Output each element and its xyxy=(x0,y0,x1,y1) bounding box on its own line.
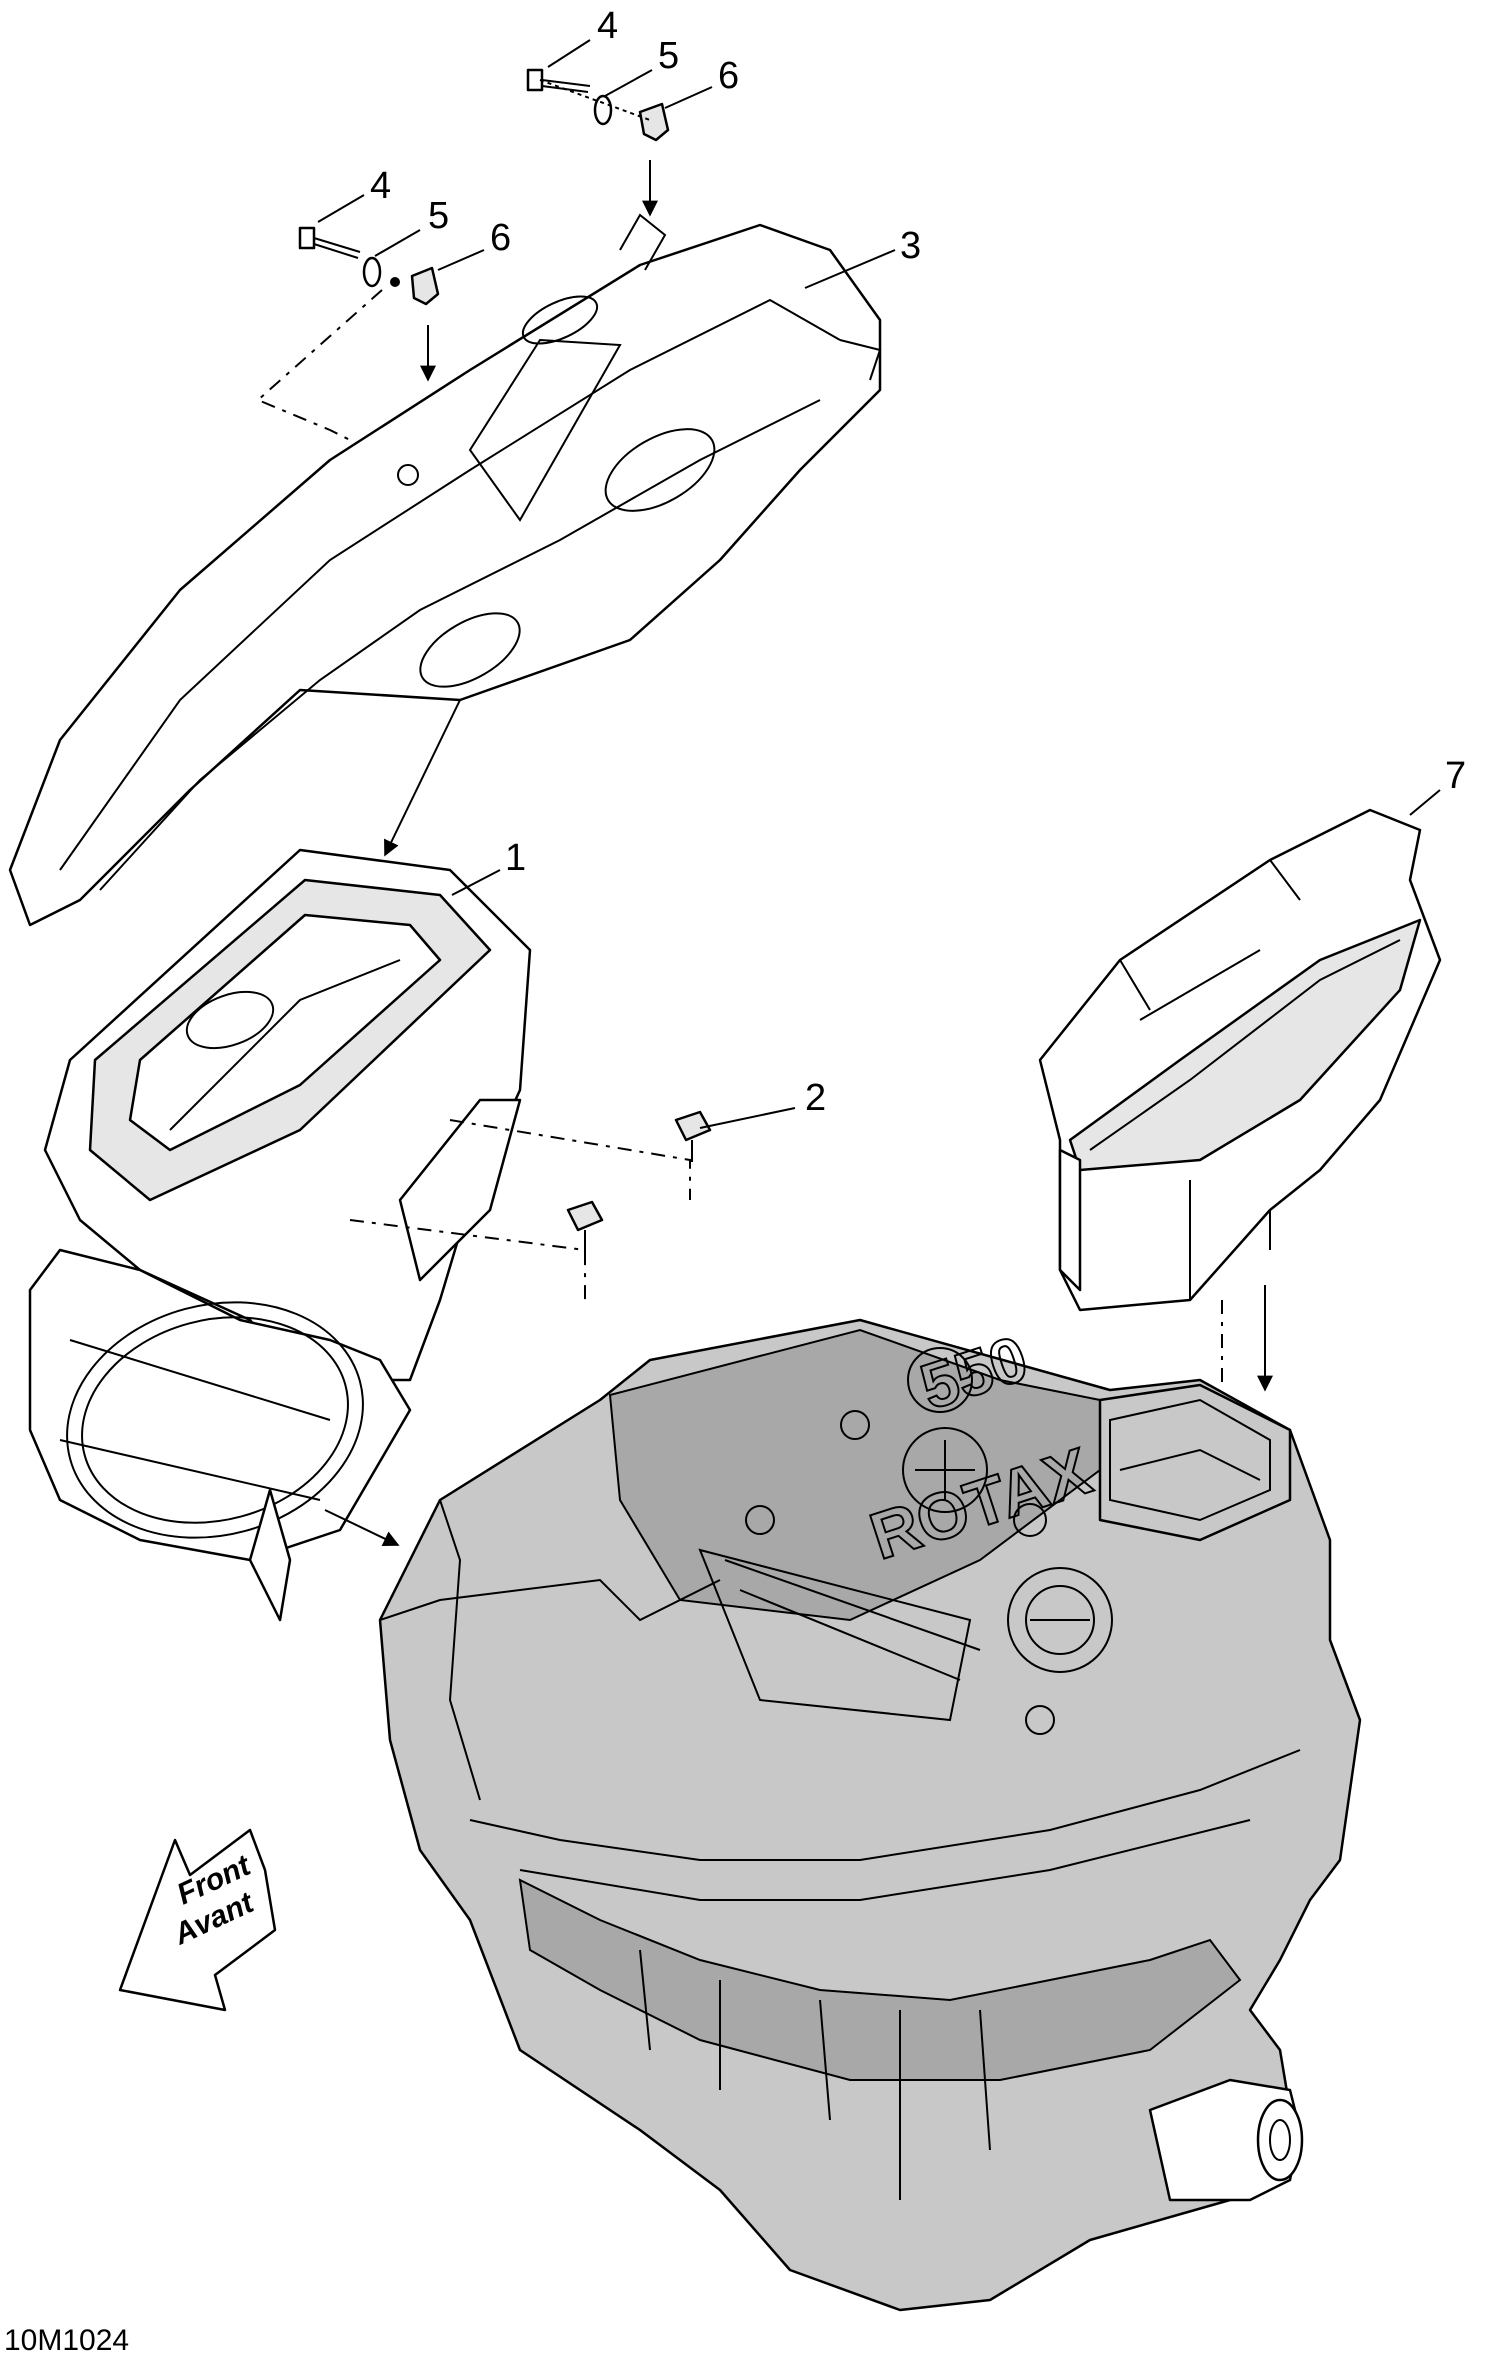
callout-6-second: 6 xyxy=(490,217,511,259)
hardware-set-second xyxy=(256,226,440,471)
callout-5-second: 5 xyxy=(428,195,449,237)
screw-part-2-a xyxy=(674,1110,712,1162)
leader-6a xyxy=(664,86,713,109)
callout-2: 2 xyxy=(805,1077,826,1119)
silencer-cover-part-3 xyxy=(8,213,882,927)
leader-7 xyxy=(1409,789,1441,816)
screw-second-part xyxy=(298,226,361,259)
washer-top-part xyxy=(593,94,613,126)
callout-4-second: 4 xyxy=(370,165,391,207)
callout-5-top: 5 xyxy=(658,35,679,77)
leader-5b xyxy=(374,229,421,257)
front-direction-arrow: Front Avant xyxy=(118,1828,277,2012)
nut-top-part xyxy=(638,102,670,142)
leader-4a xyxy=(547,39,591,68)
leader-5a xyxy=(604,69,653,97)
callout-4-top: 4 xyxy=(597,5,618,47)
callout-3: 3 xyxy=(900,225,921,267)
screw-top-part xyxy=(526,68,591,93)
hardware-top-axis xyxy=(539,79,651,121)
fan-housing-dashed-line xyxy=(449,1119,691,1200)
nut-second-part xyxy=(410,266,440,306)
leader-1 xyxy=(451,869,501,896)
air-box-part-7 xyxy=(1038,808,1442,1312)
silencer-arrow xyxy=(384,699,461,857)
leader-4b xyxy=(317,194,365,223)
callout-1: 1 xyxy=(505,837,526,879)
figure-code: 10M1024 xyxy=(4,2324,129,2357)
leader-6b xyxy=(437,249,485,271)
washer-dot xyxy=(390,277,400,287)
engine-assembly: 550 ROTAX xyxy=(378,1318,1362,2312)
callout-6-top: 6 xyxy=(718,55,739,97)
leader-2 xyxy=(699,1107,796,1129)
hardware-set-top xyxy=(526,68,670,217)
callout-7: 7 xyxy=(1445,755,1466,797)
fan-housing-part-1 xyxy=(28,848,532,1622)
screw-part-2-b xyxy=(566,1200,604,1252)
fan-housing-dashed-line-2 xyxy=(349,1219,586,1300)
washer-second-part xyxy=(362,256,382,288)
hardware-second-dashed-line xyxy=(256,289,411,471)
leader-3 xyxy=(804,249,896,289)
fan-housing-arrow xyxy=(324,1509,400,1546)
